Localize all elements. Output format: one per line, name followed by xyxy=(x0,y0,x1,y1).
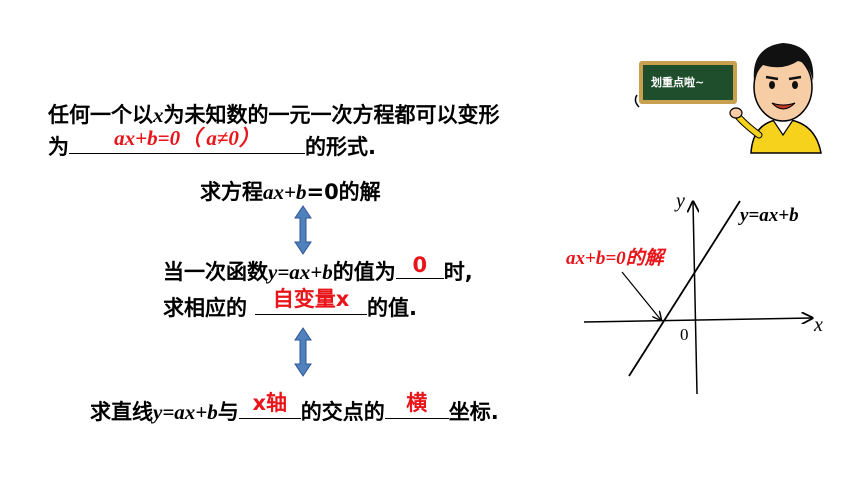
answer-blank-coordinate: 横 xyxy=(384,391,449,419)
answer-blank-axis: x轴 xyxy=(238,391,301,419)
y-axis-label: y xyxy=(674,190,685,212)
origin-label: 0 xyxy=(680,325,689,344)
function-line xyxy=(628,200,741,377)
line-equation-label: y=ax+b xyxy=(738,205,799,226)
x-axis-label: x xyxy=(813,314,823,336)
x-axis xyxy=(583,318,812,322)
step1-text: 求方程ax+b=0的解 xyxy=(200,180,381,204)
function-graph: y x 0 y=ax+b xyxy=(583,190,823,395)
blackboard xyxy=(643,65,733,100)
teacher-hair xyxy=(753,43,814,81)
graph-annotation: ax+b=0的解 xyxy=(566,248,664,269)
statement-line1: 任何一个以x为未知数的一元一次方程都可以变形 xyxy=(48,103,500,127)
double-arrow-icon xyxy=(294,205,312,255)
answer-blank-form: ax+b=0（ a≠0） xyxy=(69,126,305,154)
y-axis xyxy=(693,202,697,395)
answer-blank-value: 0 xyxy=(395,253,444,279)
annotation-arrow xyxy=(621,271,661,320)
double-arrow-icon xyxy=(294,327,312,377)
board-text: 划重点啦~ xyxy=(651,76,705,89)
answer-blank-variable: 自变量x xyxy=(255,287,367,315)
teacher-illustration: 划重点啦~ xyxy=(633,25,828,160)
